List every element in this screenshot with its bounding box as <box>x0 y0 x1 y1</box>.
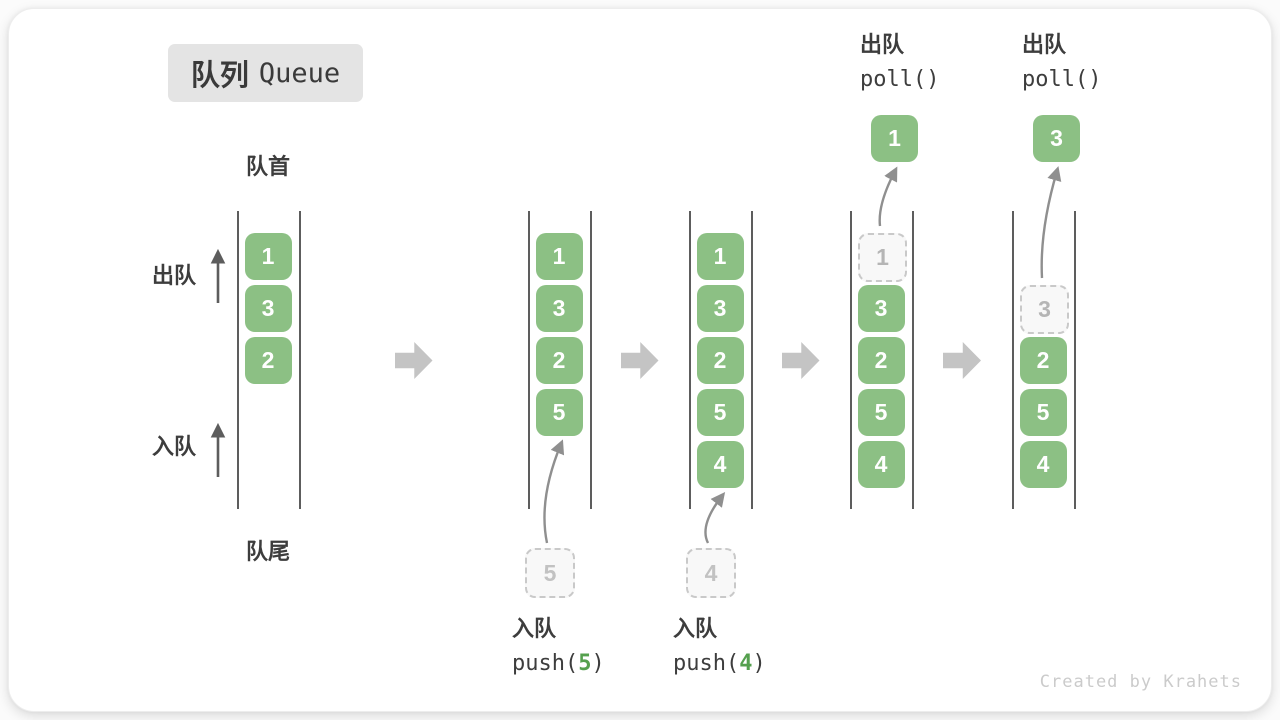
poll-code: poll() <box>860 67 940 92</box>
push-code: push(5) <box>512 651 605 676</box>
title-zh: 队列 <box>190 60 249 92</box>
queue-element: 5 <box>535 389 583 436</box>
queue-element: 1 <box>244 233 292 280</box>
push-annotation: 入队 push(4) <box>673 612 766 682</box>
watermark: Created by Krahets <box>1039 672 1242 692</box>
queue-element: 2 <box>857 337 905 384</box>
queue-wall-right <box>590 211 592 509</box>
queue-wall-left <box>689 211 691 509</box>
poll-annotation: 出队 poll() <box>1022 28 1101 98</box>
polled-element-box: 1 <box>871 115 918 162</box>
poll-annotation: 出队 poll() <box>860 28 939 98</box>
push-code: push(4) <box>673 651 766 676</box>
queue-element: 5 <box>696 389 744 436</box>
polled-element-box: 3 <box>1033 115 1080 162</box>
queue-element: 4 <box>696 441 744 488</box>
push-code-arg: 4 <box>739 651 753 676</box>
push-label: 入队 <box>673 616 718 641</box>
queue-element: 2 <box>1019 337 1067 384</box>
label-dequeue-side: 出队 <box>152 263 197 288</box>
poll-label: 出队 <box>860 32 905 57</box>
title-en: Queue <box>258 57 341 89</box>
queue-wall-left <box>237 211 239 509</box>
queue-wall-left <box>850 211 852 509</box>
push-label: 入队 <box>512 616 557 641</box>
queue-element: 4 <box>857 441 905 488</box>
incoming-element-box: 5 <box>525 548 575 598</box>
push-code-arg: 5 <box>578 651 592 676</box>
label-queue-front: 队首 <box>246 154 291 179</box>
queue-element: 3 <box>244 285 292 332</box>
label-enqueue-side: 入队 <box>152 434 197 459</box>
queue-element: 2 <box>535 337 583 384</box>
queue-wall-right <box>1074 211 1076 509</box>
incoming-element-box: 4 <box>686 548 736 598</box>
queue-wall-right <box>751 211 753 509</box>
queue-wall-right <box>912 211 914 509</box>
queue-element: 1 <box>535 233 583 280</box>
queue-element: 3 <box>857 285 905 332</box>
queue-element: 4 <box>1019 441 1067 488</box>
push-annotation: 入队 push(5) <box>512 612 605 682</box>
queue-wall-right <box>299 211 301 509</box>
queue-element: 2 <box>244 337 292 384</box>
label-queue-rear: 队尾 <box>246 539 291 564</box>
poll-code: poll() <box>1022 67 1102 92</box>
queue-element: 5 <box>1019 389 1067 436</box>
queue-wall-left <box>528 211 530 509</box>
queue-element: 1 <box>696 233 744 280</box>
queue-wall-left <box>1012 211 1014 509</box>
queue-element: 2 <box>696 337 744 384</box>
queue-element: 5 <box>857 389 905 436</box>
title-chip: 队列 Queue <box>168 44 363 102</box>
queue-element-removed: 3 <box>1020 285 1069 334</box>
poll-label: 出队 <box>1022 32 1067 57</box>
queue-element: 3 <box>535 285 583 332</box>
queue-element: 3 <box>696 285 744 332</box>
queue-element-removed: 1 <box>858 233 907 282</box>
